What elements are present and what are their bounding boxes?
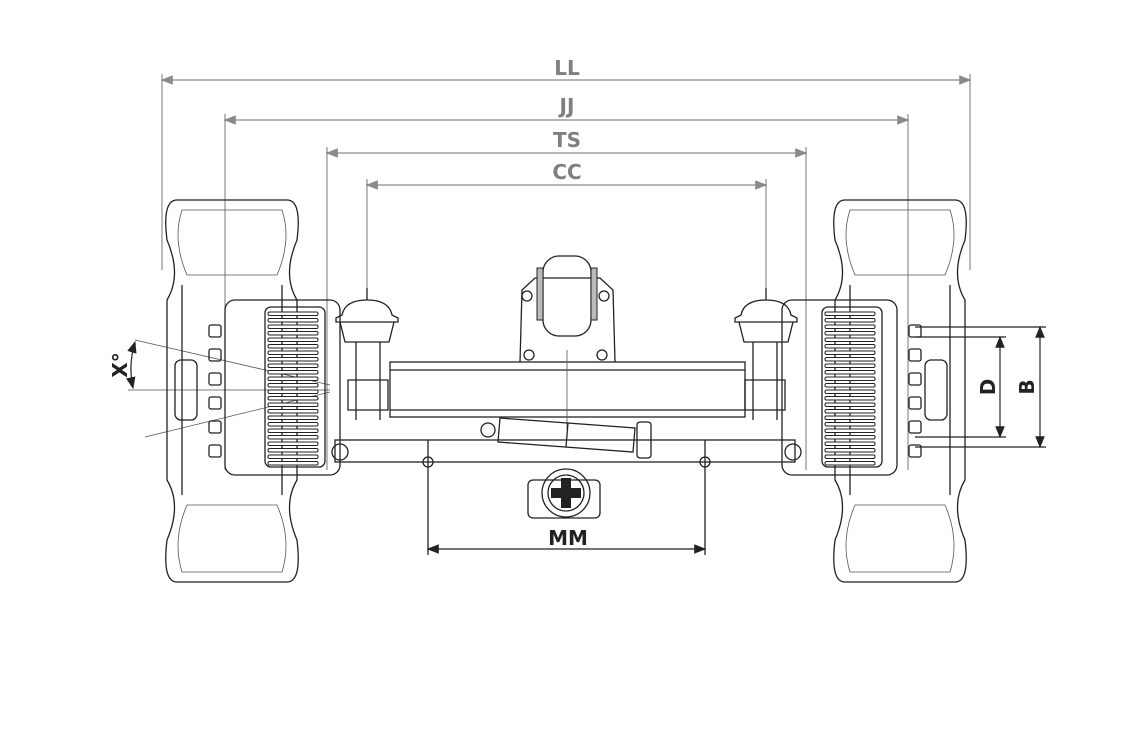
- dimension-MM: MM: [426, 440, 707, 555]
- brake-drums: [174, 299, 948, 476]
- brake-chamber-left: [335, 288, 399, 420]
- dimension-LL: LL: [160, 56, 972, 270]
- label-X-angle: X°: [108, 352, 132, 377]
- label-MM: MM: [548, 526, 588, 550]
- label-B: B: [1015, 379, 1039, 394]
- label-CC: CC: [552, 160, 581, 184]
- axle-beam: [334, 350, 796, 463]
- drum-left: [174, 299, 341, 476]
- tyre-right: [833, 199, 967, 583]
- label-TS: TS: [553, 128, 581, 152]
- shock-absorber: [480, 417, 652, 459]
- label-D: D: [976, 379, 1000, 396]
- label-LL: LL: [554, 56, 580, 80]
- dimension-D: D: [915, 335, 1006, 439]
- dimension-B: B: [915, 325, 1046, 449]
- hub-eyes: [331, 443, 802, 468]
- dimension-CC: CC: [365, 160, 768, 300]
- dimension-X-angle: X°: [108, 339, 331, 438]
- label-JJ: JJ: [558, 94, 575, 118]
- dimension-TS: TS: [325, 128, 808, 470]
- center-valve: [527, 468, 601, 519]
- brake-chamber-right: [734, 288, 798, 420]
- drum-right: [781, 299, 948, 476]
- suspension-bracket: [519, 255, 616, 363]
